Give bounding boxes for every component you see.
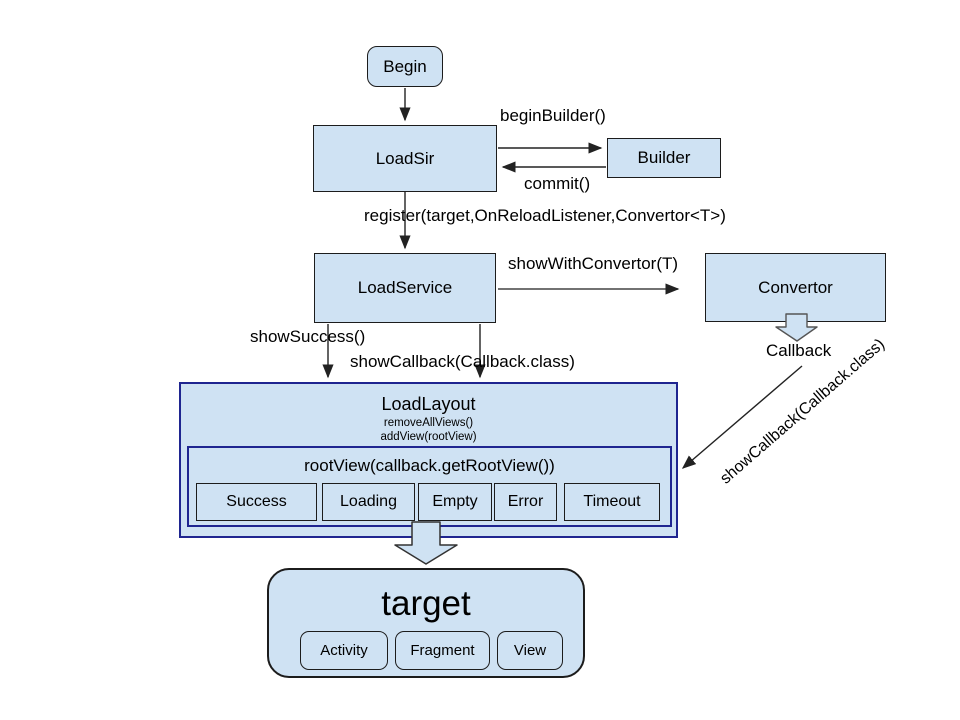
edge-label-commit: commit() bbox=[524, 174, 591, 193]
node-loadsir-label: LoadSir bbox=[375, 148, 435, 168]
target-child-activity: Activity bbox=[300, 631, 388, 670]
loadlayout-method-removeallviews: removeAllViews() bbox=[383, 417, 474, 429]
node-loadservice: LoadService bbox=[314, 253, 496, 323]
callback-loading-label: Loading bbox=[340, 493, 397, 510]
edge-label-showcallback: showCallback(Callback.class) bbox=[350, 352, 575, 371]
node-rootview-label: rootView(callback.getRootView()) bbox=[304, 456, 555, 475]
node-builder-label: Builder bbox=[637, 148, 691, 167]
target-view-label: View bbox=[513, 642, 547, 659]
callback-box-error: Error bbox=[494, 483, 557, 521]
target-child-fragment: Fragment bbox=[395, 631, 490, 670]
callback-empty-label: Empty bbox=[432, 493, 478, 510]
node-builder: Builder bbox=[607, 138, 721, 178]
callback-timeout-label: Timeout bbox=[583, 493, 641, 510]
target-child-view: View bbox=[497, 631, 563, 670]
edge-label-showsuccess: showSuccess() bbox=[250, 327, 366, 346]
edge-label-register: register(target,OnReloadListener,Convert… bbox=[364, 206, 726, 225]
node-convertor-label: Convertor bbox=[758, 277, 833, 297]
loadlayout-method-addview: addView(rootView) bbox=[380, 431, 477, 443]
callback-box-success: Success bbox=[196, 483, 317, 521]
node-begin: Begin bbox=[367, 46, 443, 87]
node-loadlayout-title: LoadLayout bbox=[381, 394, 476, 414]
node-loadsir: LoadSir bbox=[313, 125, 497, 192]
edge-label-callback-result: Callback bbox=[766, 341, 832, 360]
target-fragment-label: Fragment bbox=[410, 642, 475, 659]
callback-box-empty: Empty bbox=[418, 483, 492, 521]
callback-box-loading: Loading bbox=[322, 483, 415, 521]
node-begin-label: Begin bbox=[383, 56, 427, 76]
node-loadlayout: LoadLayout removeAllViews() addView(root… bbox=[179, 382, 678, 538]
node-convertor: Convertor bbox=[705, 253, 886, 322]
edge-label-beginbuilder: beginBuilder() bbox=[500, 106, 606, 125]
target-activity-label: Activity bbox=[320, 642, 368, 659]
node-target-title: target bbox=[381, 584, 471, 623]
callback-error-label: Error bbox=[507, 493, 544, 510]
node-target: target Activity Fragment View bbox=[267, 568, 585, 678]
node-rootview: rootView(callback.getRootView()) Success… bbox=[187, 446, 672, 527]
callback-box-timeout: Timeout bbox=[564, 483, 660, 521]
edge-label-showwithconvertor: showWithConvertor(T) bbox=[508, 254, 679, 273]
node-loadservice-label: LoadService bbox=[357, 278, 453, 297]
callback-success-label: Success bbox=[226, 493, 287, 510]
